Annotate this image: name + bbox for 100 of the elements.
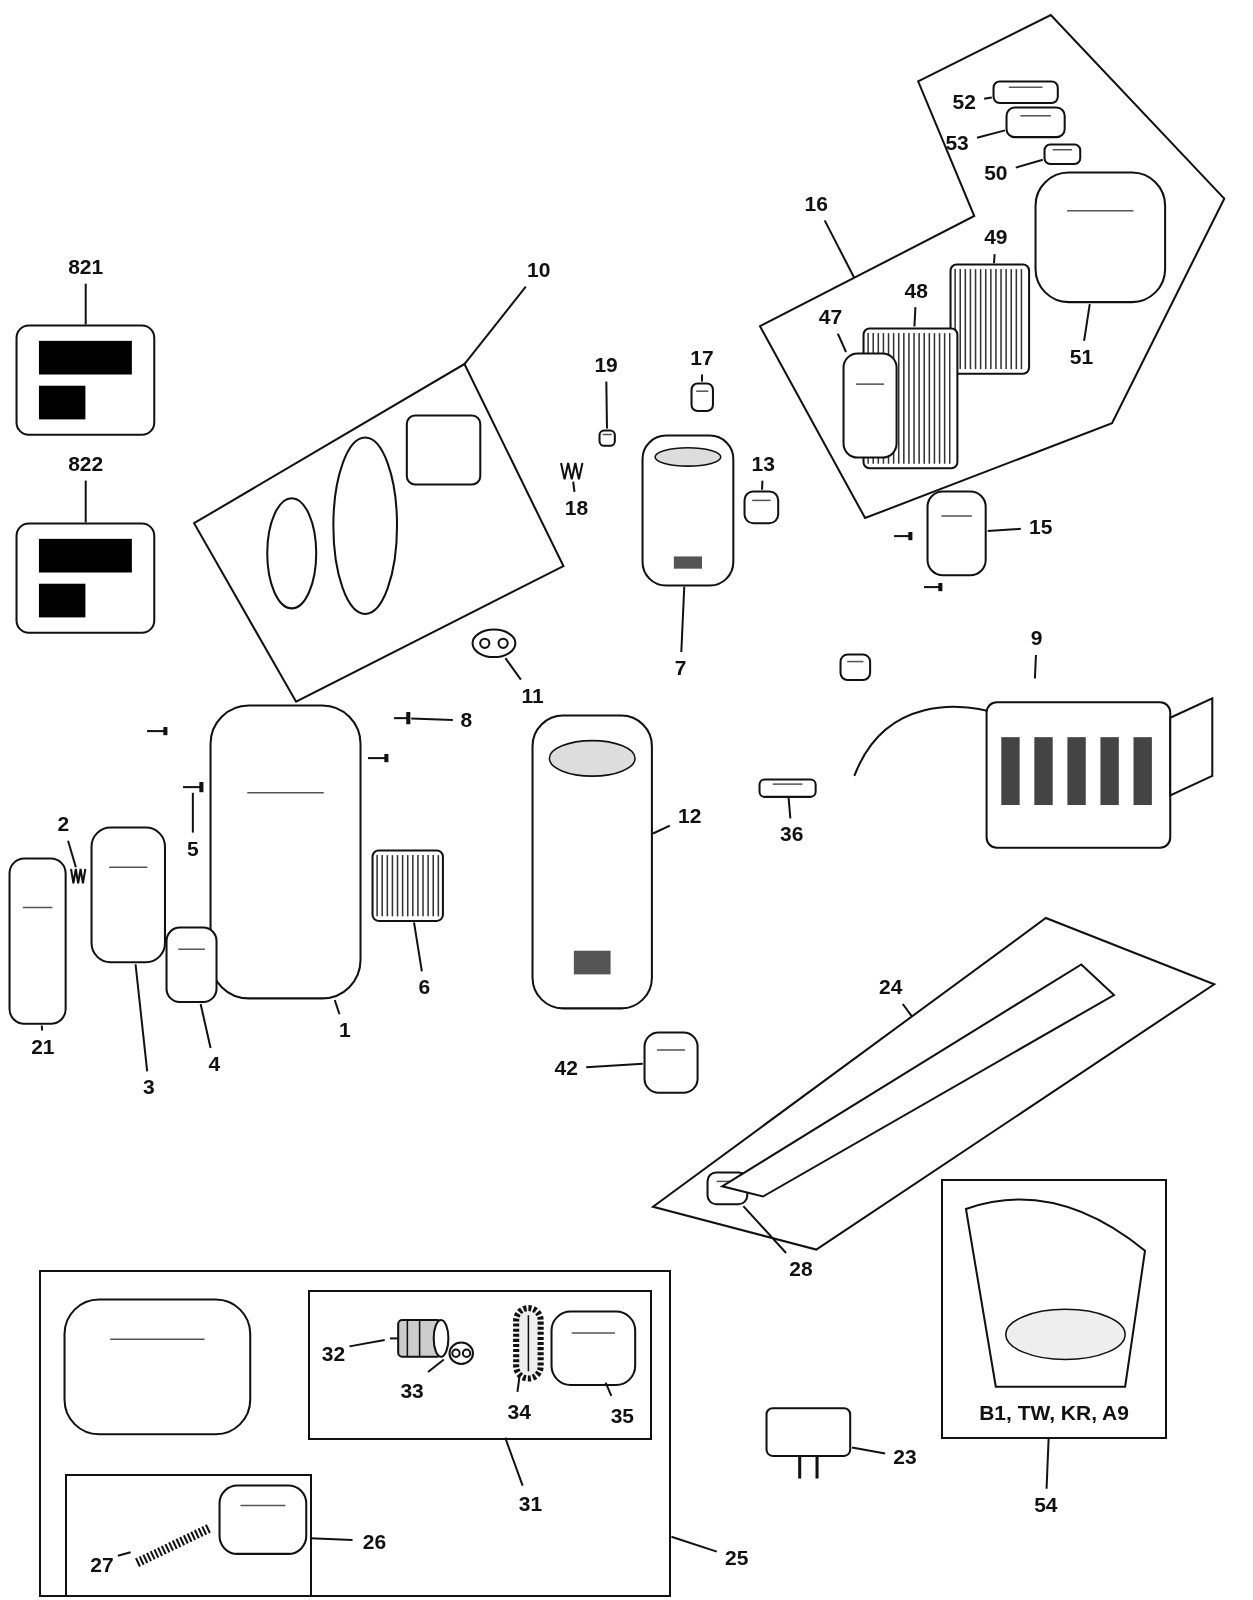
leader-line (836, 332, 847, 353)
spring-drawing (559, 461, 585, 482)
callout-number: 24 (873, 974, 908, 1001)
assembly-frame (653, 918, 1215, 1250)
gasket-drawing (471, 627, 518, 659)
gearbox-drawing (549, 1310, 637, 1387)
side-cover-drawing (8, 857, 68, 1026)
callout-number: 42 (549, 1055, 584, 1082)
callout-number: 12 (672, 803, 707, 830)
leader-line (116, 1551, 132, 1557)
callout-number: 5 (182, 835, 204, 863)
leader-line (427, 1358, 445, 1373)
leader-line (199, 1003, 212, 1049)
callout-number: 33 (395, 1378, 429, 1405)
connector-drawing (642, 1030, 699, 1094)
filter-drawing (165, 926, 219, 1005)
leader-line (742, 1205, 788, 1254)
leader-line (652, 824, 671, 835)
leader-line (516, 1376, 521, 1393)
callout-number: 19 (589, 352, 623, 379)
tube-drawing (530, 714, 653, 1011)
assembly-frame (308, 1289, 652, 1440)
filter-drawing (948, 263, 1031, 376)
callout-number: 49 (979, 224, 1013, 251)
spring-drawing (69, 867, 88, 886)
leader-line (309, 1537, 354, 1541)
leader-line (976, 129, 1007, 139)
leader-line (901, 1003, 914, 1018)
callout-number: 51 (1064, 343, 1099, 371)
callout-number: 16 (799, 190, 834, 218)
leader-line (701, 373, 703, 383)
callout-number: 1 (334, 1017, 356, 1044)
button-drawing (597, 428, 617, 447)
housing-drawing (209, 704, 363, 1000)
assembly-frame (65, 1474, 313, 1597)
callout-number: 2 (52, 811, 74, 838)
callout-number: 28 (784, 1256, 818, 1283)
leader-line (823, 219, 856, 280)
leader-line (410, 717, 454, 721)
leader-line (851, 1446, 887, 1455)
callout-number: 11 (515, 682, 550, 710)
leader-line (992, 253, 996, 265)
panel-drawing (89, 826, 167, 965)
leader-line (585, 1062, 644, 1069)
leader-line (1014, 158, 1044, 169)
bowl-drawing (1033, 171, 1167, 305)
gear-drawing (447, 1340, 475, 1366)
leader-line (1033, 654, 1037, 680)
callout-number: 52 (947, 88, 982, 116)
switch-drawing (742, 489, 780, 525)
label-sticker-drawing (15, 324, 157, 437)
leader-line (1045, 1437, 1050, 1490)
leader-line (761, 479, 764, 491)
leader-line (504, 657, 522, 681)
callout-number: 48 (899, 277, 934, 305)
assembly-frame (190, 362, 567, 705)
leader-line (983, 96, 993, 100)
callout-number: 34 (502, 1398, 537, 1426)
callout-number: 17 (685, 344, 719, 372)
leader-line (670, 1535, 718, 1553)
callout-number: 53 (940, 129, 974, 157)
callout-number: 26 (357, 1529, 392, 1556)
callout-number: 6 (414, 974, 435, 1001)
leader-line (504, 1436, 524, 1487)
callout-number: 13 (746, 451, 781, 478)
latch-drawing (689, 381, 715, 413)
leader-line (463, 285, 527, 366)
assembly-frame (38, 1270, 672, 1597)
leader-line (333, 998, 341, 1016)
leader-line (604, 1381, 613, 1397)
callout-number: 54 (1029, 1491, 1063, 1519)
model-codes: B1, TW, KR, A9 (978, 1400, 1130, 1427)
screw-drawing (392, 711, 412, 726)
filter-drawing (371, 848, 445, 923)
screw-drawing (181, 780, 205, 793)
brush-drawing (134, 1524, 212, 1568)
assembly-frame (940, 1178, 1168, 1439)
callout-number: 822 (62, 451, 109, 478)
leader-line (787, 796, 792, 820)
callout-number: 23 (888, 1443, 922, 1471)
callout-number: 3 (138, 1074, 160, 1101)
callout-number: 9 (1026, 625, 1048, 652)
leader-line (40, 1024, 44, 1032)
callout-number: 27 (85, 1551, 119, 1579)
leader-line (84, 479, 87, 524)
leader-line (191, 791, 194, 834)
callout-number: 8 (455, 707, 477, 734)
handle-drawing (640, 433, 735, 587)
callout-number: 821 (62, 254, 109, 281)
leader-line (572, 480, 576, 493)
callout-number: 35 (605, 1402, 640, 1430)
seal-drawing (841, 352, 898, 460)
leader-line (413, 921, 423, 973)
callout-number: 47 (813, 304, 848, 331)
callout-number: 36 (774, 821, 809, 848)
leader-line (67, 839, 77, 869)
leader-line (680, 585, 686, 653)
leader-line (84, 282, 87, 326)
leader-line (1083, 303, 1091, 342)
clip-drawing (1042, 142, 1082, 166)
